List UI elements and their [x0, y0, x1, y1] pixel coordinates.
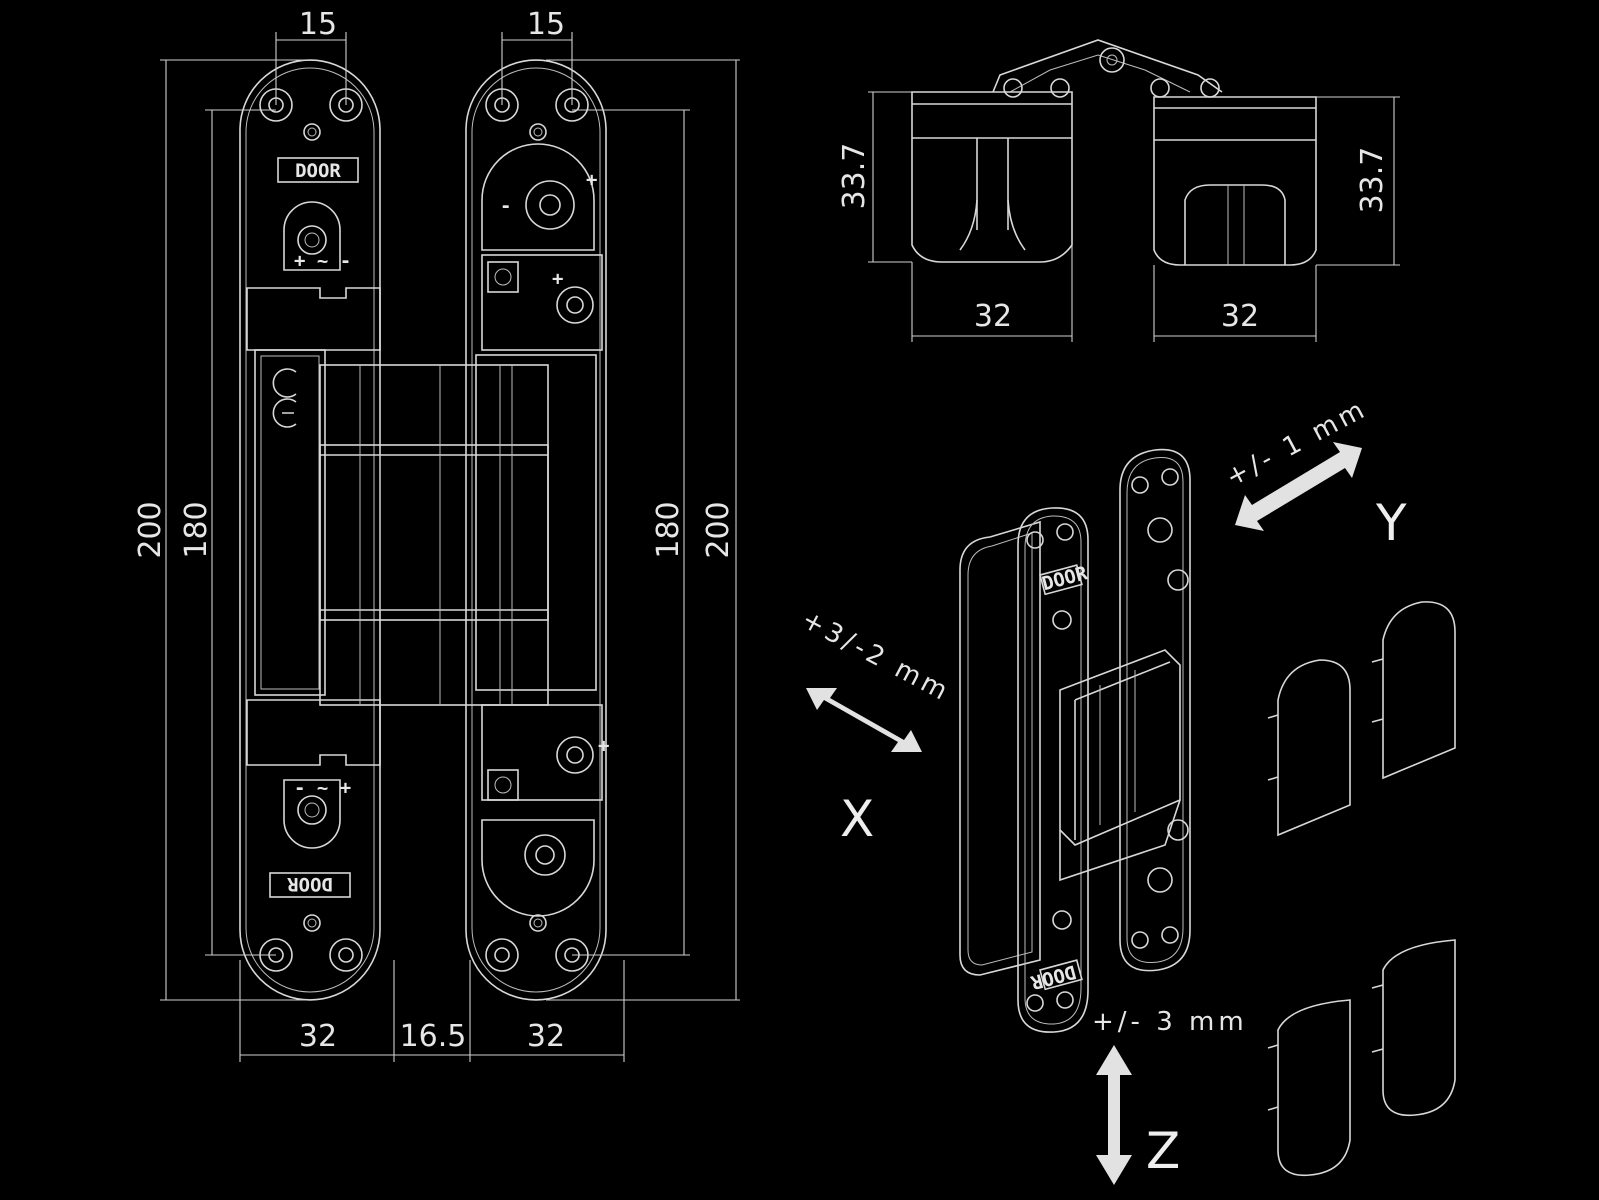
hinge-knuckle-body: [319, 364, 549, 706]
dim-side-width-left: 32: [974, 299, 1012, 334]
dim-depth-right: 33.7: [1355, 147, 1390, 214]
svg-text:-: -: [500, 195, 511, 217]
x-axis-label: X: [840, 790, 874, 848]
dim-overall-height-right: 200: [701, 501, 736, 558]
isometric-hinge: DOOR DOOR: [959, 448, 1191, 1033]
dim-screw-height-left: 180: [179, 501, 214, 558]
front-view-dimensions: 15 15 200 180 180 200 32 16.5 32: [133, 7, 740, 1062]
svg-text:DOOR: DOOR: [1028, 960, 1078, 993]
svg-text:DOOR: DOOR: [1040, 562, 1090, 595]
dim-screw-height-right: 180: [651, 501, 686, 558]
dim-side-width-right: 32: [1221, 299, 1259, 334]
x-double-arrow: [806, 688, 922, 752]
dim-gap-width: 16.5: [400, 1019, 467, 1054]
z-axis-label: Z: [1146, 1122, 1180, 1180]
dim-top-width-left: 15: [299, 7, 337, 42]
dim-leaf-width-left: 32: [299, 1019, 337, 1054]
svg-text:+: +: [586, 169, 597, 191]
adjustment-y: +/- 1 mm Y: [1221, 394, 1407, 552]
end-caps: [1267, 601, 1456, 1177]
dim-depth-left: 33.7: [837, 143, 872, 210]
dim-leaf-width-right: 32: [527, 1019, 565, 1054]
right-hinge-leaf: - + + +: [465, 59, 609, 1001]
dim-overall-height-left: 200: [133, 501, 168, 558]
svg-text:+ ~ -: + ~ -: [294, 250, 351, 272]
adjustment-x: +3/-2 mm X: [797, 605, 956, 848]
z-double-arrow: [1096, 1045, 1132, 1185]
top-view: 33.7 33.7 32 32: [837, 39, 1400, 342]
z-range-label: +/- 3 mm: [1092, 1007, 1248, 1037]
leaf-logo-bottom: DOOR: [287, 873, 333, 895]
y-axis-label: Y: [1375, 494, 1407, 552]
left-hinge-leaf: DOOR + ~ - - ~ + DOOR: [239, 59, 381, 1001]
dim-top-width-right: 15: [527, 7, 565, 42]
svg-text:+: +: [552, 268, 563, 290]
svg-text:+: +: [598, 735, 609, 757]
svg-text:- ~ +: - ~ +: [294, 777, 351, 799]
leaf-logo-top: DOOR: [295, 160, 341, 182]
y-double-arrow: [1235, 442, 1362, 531]
adjustment-z: +/- 3 mm Z: [1092, 1007, 1248, 1185]
